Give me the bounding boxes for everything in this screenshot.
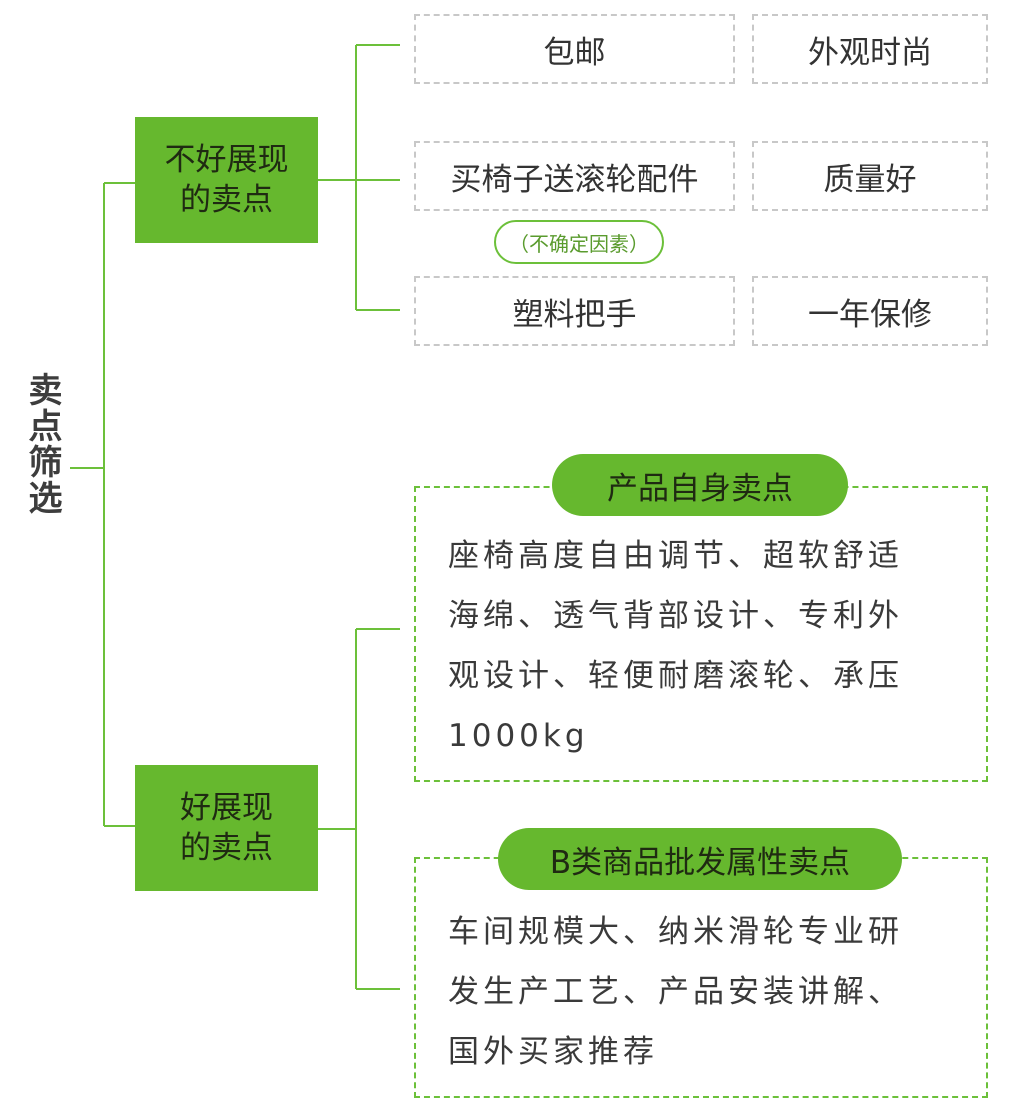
category-bad-label: 不好展现 的卖点	[164, 142, 289, 218]
panel-line: 发生产工艺、产品安装讲解、	[448, 974, 903, 1010]
panel-line: 座椅高度自由调节、超软舒适	[448, 538, 903, 574]
tag-stylish-look: 外观时尚	[752, 14, 988, 84]
panel-line: 车间规模大、纳米滑轮专业研	[448, 914, 903, 950]
panel-line: 观设计、轻便耐磨滚轮、承压	[448, 658, 903, 694]
panel-product-features	[414, 486, 988, 782]
panel-line: 海绵、透气背部设计、专利外	[448, 598, 903, 634]
panel-wholesale-features	[414, 857, 988, 1098]
tag-free-shipping: 包邮	[414, 14, 735, 84]
tag-plastic-handle: 塑料把手	[414, 276, 735, 346]
uncertain-note: （不确定因素）	[494, 220, 664, 264]
panel-line: 国外买家推荐	[448, 1034, 658, 1070]
tag-one-year-warranty: 一年保修	[752, 276, 988, 346]
category-good-label: 好展现 的卖点	[180, 790, 273, 866]
panel-product-features-body: 座椅高度自由调节、超软舒适 海绵、透气背部设计、专利外 观设计、轻便耐磨滚轮、承…	[448, 526, 978, 766]
panel-product-features-title: 产品自身卖点	[552, 454, 848, 516]
tag-free-casters: 买椅子送滚轮配件	[414, 141, 735, 211]
category-bad-selling-points: 不好展现 的卖点	[135, 117, 318, 243]
panel-line: 1000kg	[448, 718, 589, 754]
panel-wholesale-features-body: 车间规模大、纳米滑轮专业研 发生产工艺、产品安装讲解、 国外买家推荐	[448, 902, 978, 1082]
panel-wholesale-features-title: B类商品批发属性卖点	[498, 828, 902, 890]
tag-good-quality: 质量好	[752, 141, 988, 211]
category-good-selling-points: 好展现 的卖点	[135, 765, 318, 891]
root-title: 卖点筛选	[22, 372, 62, 516]
